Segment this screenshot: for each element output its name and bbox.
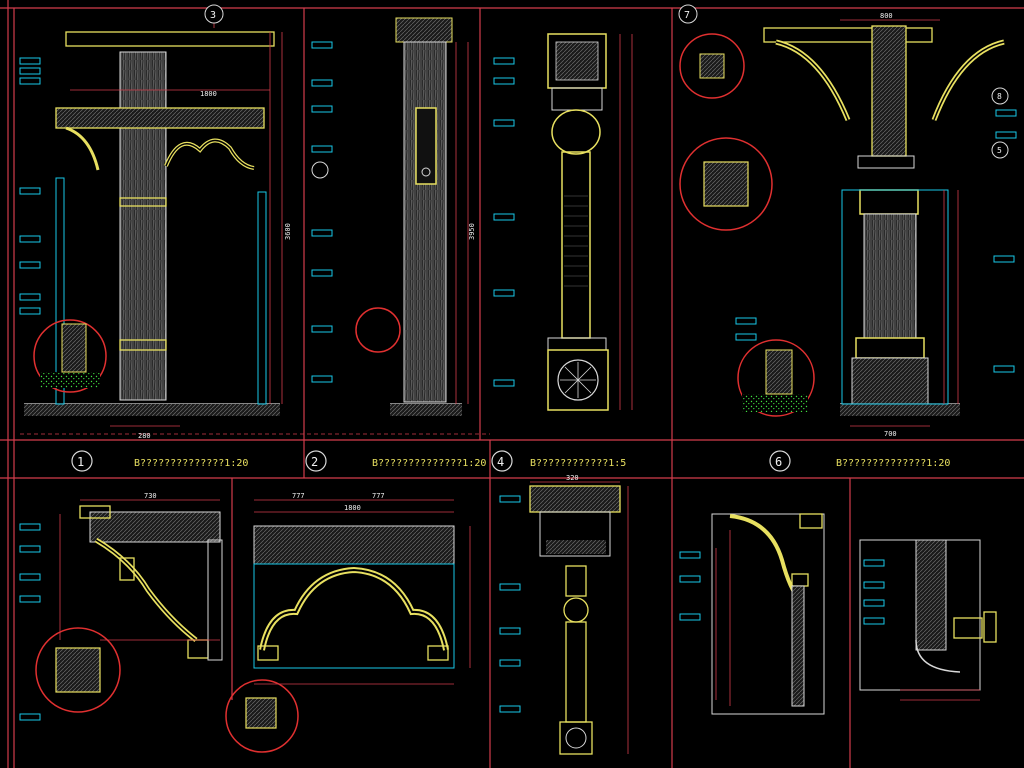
detail-title-row: 1 B??????????????1:20 2 B??????????????1… [71,450,950,472]
callout-5-label: 5 [997,146,1002,155]
callout-3-label: 3 [210,10,216,21]
d1-base-dimension: 280 [138,432,151,440]
detail-bubble-icon [305,450,327,472]
detail-bubble-icon [769,450,791,472]
detail-6-number: 6 [775,455,782,469]
detail-bubble-icon [33,319,107,393]
detail-2-title: B??????????????1:20 [372,458,486,469]
b-top-dimension-2: 1800 [344,504,361,512]
detail-4-elevation-bottom: 320 [499,474,629,755]
section-bottom-right [679,513,997,715]
d1-top-dimension: 1800 [200,90,217,98]
detail-bubble-icon [491,450,513,472]
d6-base-dimension: 700 [884,430,897,438]
b-top-dimension-1: 730 [144,492,157,500]
detail-6-title: B??????????????1:20 [836,458,950,469]
callout-7-label: 7 [684,10,690,21]
detail-4-number: 4 [497,455,504,469]
d1-height-dimension: 3600 [284,223,292,240]
detail-bubble-icon [71,450,93,472]
section-bottom-left-b: 1800 777 777 [253,492,471,685]
detail-6-elevation: 700 800 7 8 5 [678,4,1017,438]
detail-2-elevation: 3950 [311,17,476,416]
callout-8-label: 8 [997,92,1002,101]
d6-top-dimension: 800 [880,12,893,20]
section-marker-icon [204,4,224,24]
section-bottom-left-a: 730 [19,492,299,753]
detail-1-number: 1 [77,455,84,469]
b-sub-dimension-1: 777 [292,492,305,500]
detail-2-number: 2 [311,455,318,469]
detail-1-elevation: 280 1800 3600 3 [19,4,292,440]
d4-top-dimension: 320 [566,474,579,482]
detail-1-title: B??????????????1:20 [134,458,248,469]
b-sub-dimension-2: 777 [372,492,385,500]
detail-4-title: B????????????1:5 [530,458,626,469]
detail-4-elevation-top [493,33,633,411]
d2-height-dimension: 3950 [468,223,476,240]
